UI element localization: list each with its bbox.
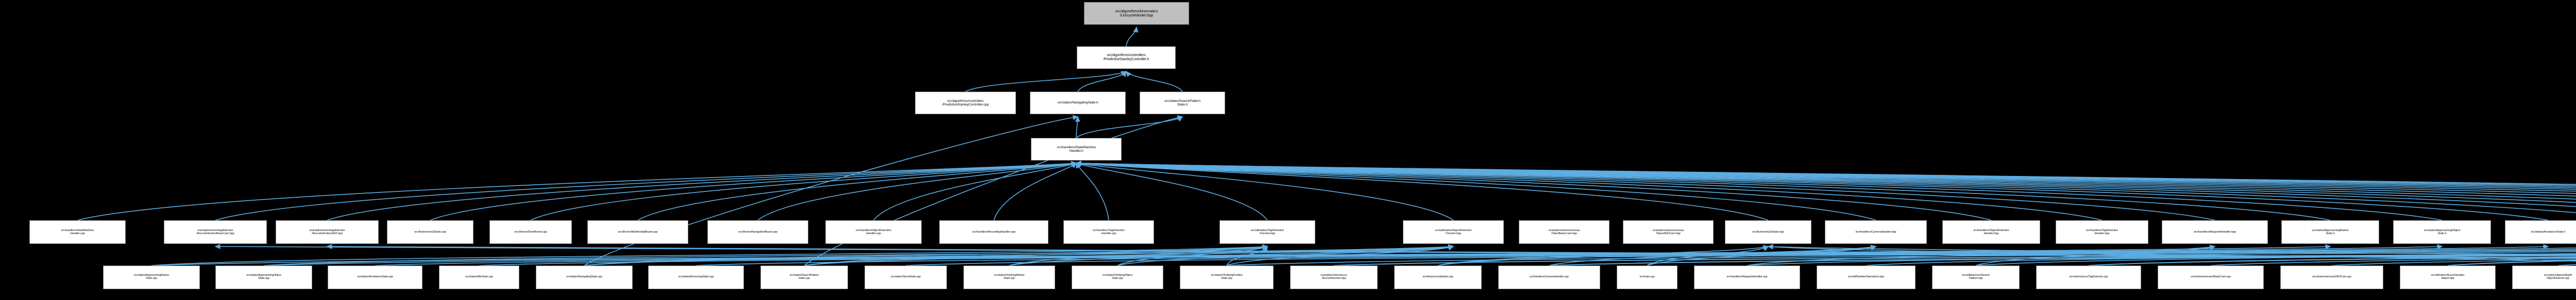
graph-node[interactable]: src/handlers/ObjectDetection Handler.hpp (1942, 220, 2040, 244)
graph-node[interactable]: src/states/SearchPattern State.cpp (760, 266, 848, 289)
graph-node[interactable]: examples/vision/cameras /OpenZEDCam.hpp (1623, 220, 1714, 244)
graph-node[interactable]: examples/vision/cameras /OpenBasicCam.hp… (1519, 220, 1609, 244)
graph-node[interactable]: src/algorithms/controllers /PredictiveSt… (1077, 46, 1176, 69)
graph-node[interactable]: src/AutonomyGlobals.cpp (387, 220, 473, 244)
graph-node[interactable]: src/states/SearchPattern State.h (1140, 92, 1225, 114)
graph-node[interactable]: examples/vision/aruco /ArucoDetection.hp… (1290, 266, 1378, 289)
graph-node[interactable]: src/main.cpp (1617, 266, 1677, 289)
graph-node[interactable]: src/states/ReversingState.cpp (648, 266, 744, 289)
graph-node[interactable]: src/handlers/StateMachine Handler.cpp (29, 220, 126, 244)
graph-node[interactable]: src/util/NumberOperations.hpp (1817, 266, 1916, 289)
graph-node[interactable]: src/drivers/MultimediaBoard.cpp (587, 220, 688, 244)
graph-node[interactable]: src/util/planners/Search Pattern.hpp (1932, 266, 2020, 289)
graph-node[interactable]: src/handlers/WaypointHandler.cpp (1694, 266, 1800, 289)
graph-node-root[interactable]: src/algorithms/kinematics /UnicycleModel… (1084, 2, 1189, 25)
graph-node[interactable]: src/util/vision/ArucoSamples Helper.hpp (2400, 266, 2496, 289)
graph-node[interactable]: src/states/ApproachingMarker State.cpp (103, 266, 200, 289)
graph-node[interactable]: src/states/ApproachingMarker State.h (2281, 220, 2379, 244)
graph-node[interactable]: src/states/ApproachingObject State.h (2393, 220, 2491, 244)
graph-node[interactable]: src/states/NavigatingState.cpp (536, 266, 633, 289)
graph-node[interactable]: src/drivers/NavigationBoard.cpp (707, 220, 808, 244)
graph-node[interactable]: src/states/ApproachingObject State.cpp (215, 266, 312, 289)
graph-node[interactable]: src/handlers/TagDetection Handler.hpp (2056, 220, 2148, 244)
graph-node[interactable]: src/vision/objects/Depth ObjectDetector.… (2512, 266, 2576, 289)
graph-node[interactable]: src/states/AvoidanceState.cpp (328, 266, 422, 289)
graph-node[interactable]: src/states/AvoidanceState.h (2505, 220, 2576, 244)
graph-node[interactable]: src/vision/cameras/ZEDCam.cpp (2280, 266, 2383, 289)
graph-node[interactable]: src/states/IdleState.cpp (439, 266, 519, 289)
graph-node[interactable]: src/drivers/DriveBoard.cpp (489, 220, 572, 244)
graph-node[interactable]: src/algorithms/controllers /PredictiveSt… (915, 92, 1016, 114)
graph-node[interactable]: examples/vision/tagdetection /ArucoDetec… (164, 220, 267, 244)
graph-node[interactable]: src/util/states/TagDetection Checker.hpp (1219, 220, 1315, 244)
graph-node[interactable]: src/vision/cameras/BasicCam.cpp (2158, 266, 2264, 289)
graph-node[interactable]: src/handlers/ObjectDetection Handler.cpp (825, 220, 922, 244)
graph-node[interactable]: src/handlers/WaypointHandler.hpp (2162, 220, 2268, 244)
graph-node[interactable]: src/handlers/CameraHandler.cpp (1498, 266, 1600, 289)
graph-node[interactable]: src/handlers/RecordingHandler.cpp (939, 220, 1048, 244)
graph-node[interactable]: src/states/StuckState.cpp (865, 266, 947, 289)
graph-node[interactable]: src/states/VerifyingPosition State.cpp (1180, 266, 1274, 289)
graph-node[interactable]: src/util/states/ObjectDetection Checker.… (1403, 220, 1504, 244)
graph-node[interactable]: src/handlers/TagDetection Handler.cpp (1063, 220, 1154, 244)
graph-node[interactable]: src/vision/aruco/TagDetector.cpp (2036, 266, 2141, 289)
graph-node[interactable]: src/states/VerifyingMarker State.cpp (963, 266, 1055, 289)
graph-node[interactable]: src/AutonomyGlobals.hpp (1725, 220, 1811, 244)
graph-node[interactable]: src/states/NavigatingState.h (1030, 92, 1126, 114)
graph-node[interactable]: src/AutonomyGlobals.cpp (1394, 266, 1482, 289)
graph-node[interactable]: examples/vision/tagdetection /ArucoDetec… (276, 220, 379, 244)
graph-node[interactable]: src/handlers/StateMachine Handler.h (1031, 138, 1122, 161)
graph-node[interactable]: src/handlers/CameraHandler.hpp (1825, 220, 1927, 244)
graph-node[interactable]: src/states/VerifyingObject State.cpp (1072, 266, 1163, 289)
